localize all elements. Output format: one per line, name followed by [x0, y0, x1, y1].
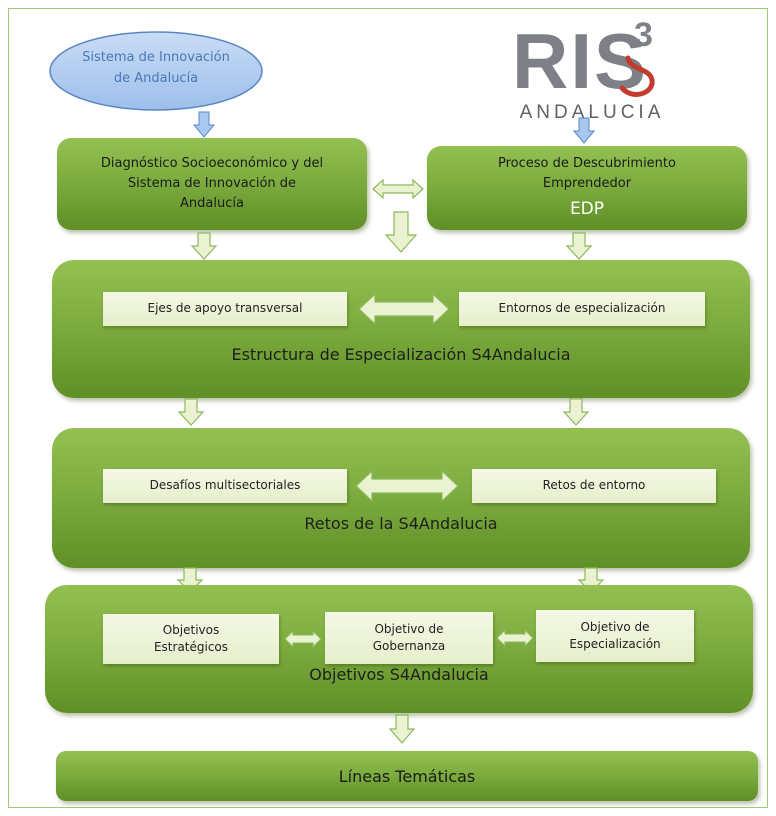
ris3-logo: RIS 3 ANDALUCIA — [510, 18, 670, 142]
obj-c-line2: Especialización — [569, 637, 661, 651]
diagnostico-box: Diagnóstico Socioeconómico y del Sistema… — [57, 138, 367, 230]
arrow-down-4 — [177, 398, 205, 426]
double-arrow-objetivos-left — [284, 629, 322, 649]
arrow-down-8 — [388, 714, 416, 744]
objetivo-gobernanza-box: Objetivo de Gobernanza — [325, 612, 493, 664]
arrow-down-5 — [562, 398, 590, 426]
diagnostico-line3: Andalucía — [180, 196, 244, 212]
obj-b-line2: Gobernanza — [372, 639, 446, 653]
obj-a-line1: Objetivos — [162, 622, 220, 637]
double-arrow-diagnostico-proceso — [372, 178, 424, 200]
obj-a-line2: Estratégicos — [153, 640, 229, 654]
proceso-line2: Emprendedor — [542, 175, 632, 191]
logo-red-swoosh — [619, 55, 655, 97]
arrow-down-1 — [190, 232, 218, 260]
desafios-multisectoriales-box: Desafíos multisectoriales — [103, 469, 347, 503]
diagram-frame — [8, 8, 768, 808]
logo-superscript: 3 — [634, 16, 653, 54]
objetivo-especializacion-box: Objetivo de Especialización — [536, 610, 694, 662]
logo-subtitle: ANDALUCIA — [519, 102, 665, 123]
arrow-down-3 — [565, 232, 593, 260]
diagnostico-line1: Diagnóstico Socioeconómico y del — [100, 155, 324, 171]
obj-c-line1: Objetivo de — [580, 619, 650, 634]
estructura-box — [52, 260, 750, 398]
proceso-edp-box: Proceso de Descubrimiento Emprendedor ED… — [427, 146, 747, 230]
double-arrow-estructura — [358, 292, 450, 326]
double-arrow-retos — [355, 469, 459, 503]
objetivos-estrategicos-box: Objetivos Estratégicos — [103, 614, 279, 664]
lineas-tematicas-box: Líneas Temáticas — [56, 751, 758, 801]
estructura-title: Estructura de Especialización S4Andaluci… — [231, 345, 571, 364]
diagnostico-line2: Sistema de Innovación de — [127, 175, 297, 191]
objetivos-title: Objetivos S4Andalucia — [309, 665, 489, 684]
double-arrow-objetivos-right — [496, 628, 534, 648]
entornos-especializacion-box: Entornos de especialización — [459, 292, 705, 326]
ellipse-line2: de Andalucía — [113, 70, 199, 86]
arrow-down-2 — [384, 211, 418, 253]
blue-arrow-logo-down — [572, 117, 596, 144]
blue-arrow-ellipse-down — [192, 111, 216, 138]
retos-title: Retos de la S4Andalucia — [304, 514, 498, 533]
ejes-apoyo-box: Ejes de apoyo transversal — [103, 292, 347, 326]
ellipse-label: Sistema de Innovación de Andalucía — [48, 48, 264, 90]
retos-entorno-box: Retos de entorno — [472, 469, 716, 503]
proceso-edp: EDP — [569, 198, 605, 219]
ellipse-line1: Sistema de Innovación — [82, 50, 230, 65]
lineas-title: Líneas Temáticas — [338, 766, 476, 786]
proceso-line1: Proceso de Descubrimiento — [498, 155, 676, 171]
obj-b-line1: Objetivo de — [374, 621, 444, 636]
sistema-innovacion-ellipse — [49, 31, 263, 111]
